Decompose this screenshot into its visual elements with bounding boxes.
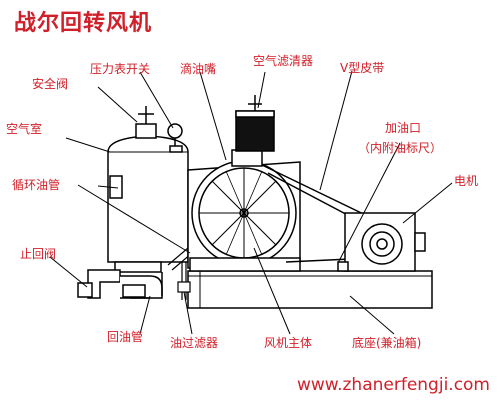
check-valve-piping: [77, 269, 163, 299]
air-chamber-label: 空气室: [6, 122, 43, 136]
oil-inlet-label: 加油口: [385, 121, 422, 135]
air-filter-label: 空气滤清器: [253, 54, 314, 68]
base-tank: [187, 270, 433, 309]
v-belt-label: V型皮带: [340, 61, 385, 75]
blower-body-label: 风机主体: [264, 336, 313, 350]
check-valve-label: 止回阀: [20, 247, 57, 261]
pressure-gauge-switch-label: 压力表开关: [90, 62, 151, 76]
oil-inlet-note-label: （内附油标尺）: [358, 141, 443, 155]
safety-valve-label: 安全阀: [32, 77, 69, 91]
blower-body: [187, 149, 301, 272]
leader-lines: [49, 70, 453, 335]
base-tank-label: 底座(兼油箱): [352, 336, 422, 350]
diagram-title: 战尔回转风机: [14, 11, 153, 36]
motor-label: 电机: [454, 174, 479, 188]
drip-nozzle-label: 滴油嘴: [180, 62, 217, 76]
air-filter: [235, 95, 275, 152]
air-chamber: [107, 106, 189, 273]
circulation-pipe-label: 循环油管: [12, 178, 61, 192]
motor: [337, 212, 426, 272]
website-url: www.zhanerfengji.com: [296, 375, 490, 395]
return-pipe-label: 回油管: [107, 330, 144, 344]
oil-filter-label: 油过滤器: [170, 336, 219, 350]
